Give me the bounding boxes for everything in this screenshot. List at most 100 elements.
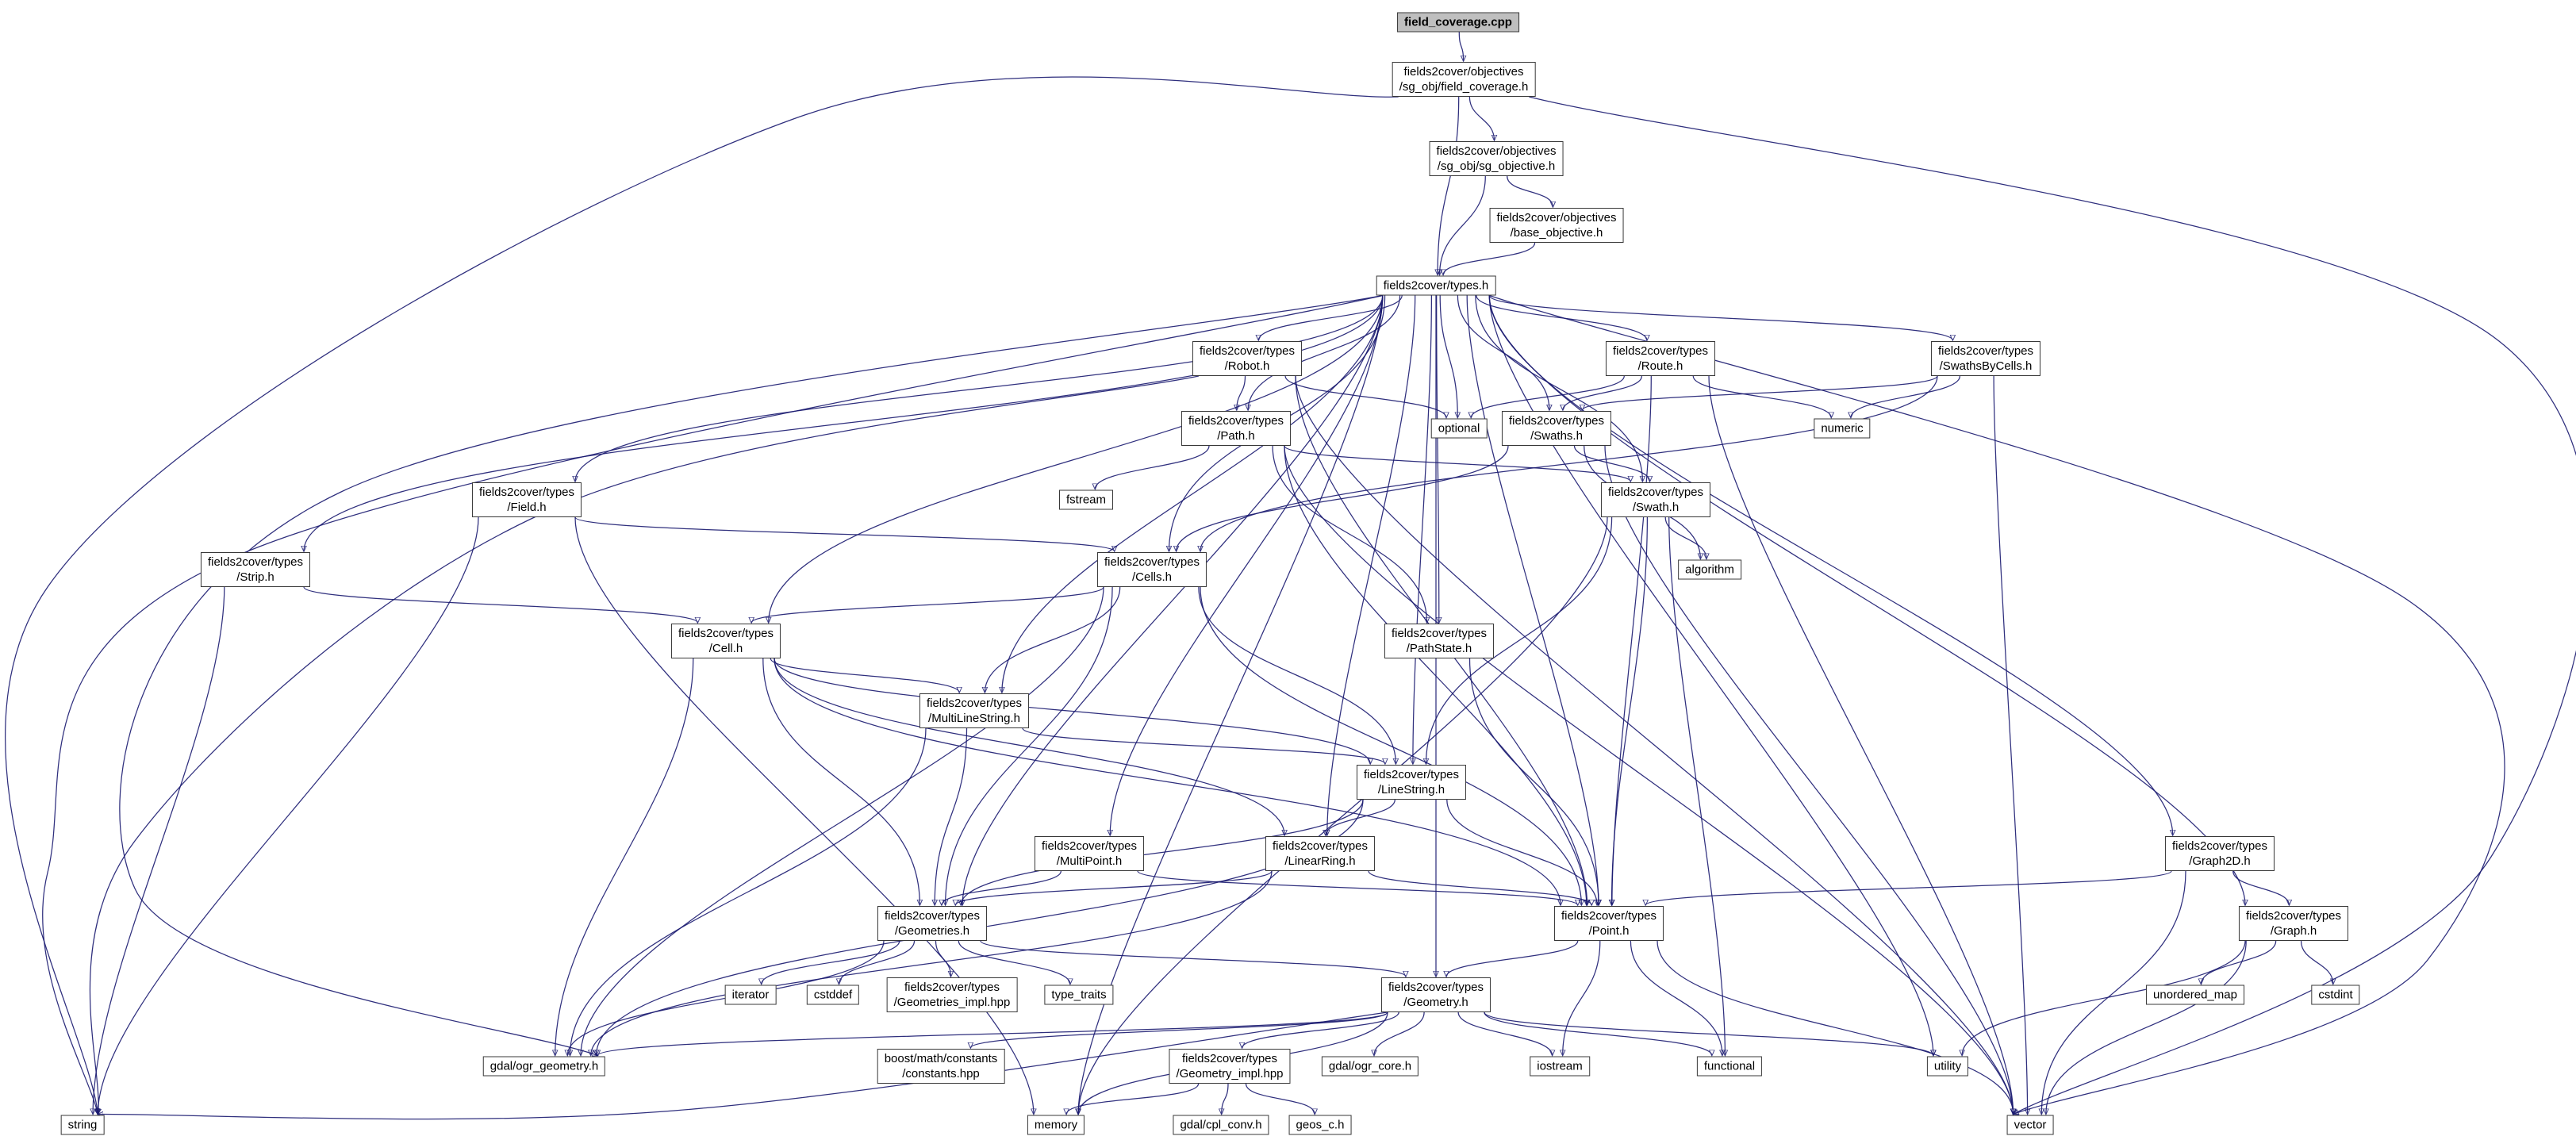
edge-types-swath	[1475, 295, 1642, 482]
node-label: fields2cover/types	[1181, 1052, 1278, 1065]
node-iter[interactable]: iterator	[724, 985, 777, 1005]
node-label: functional	[1703, 1059, 1756, 1073]
edge-fch-types	[1438, 96, 1460, 275]
node-label: /Graph2D.h	[2189, 854, 2251, 868]
node-cstdint[interactable]: cstdint	[2311, 985, 2360, 1005]
node-memory[interactable]: memory	[1027, 1115, 1085, 1135]
node-graph[interactable]: fields2cover/types/Graph.h	[2238, 906, 2349, 941]
node-geoms[interactable]: fields2cover/types/Geometries.h	[877, 906, 988, 941]
node-cell[interactable]: fields2cover/types/Cell.h	[670, 624, 781, 658]
node-tt[interactable]: type_traits	[1044, 985, 1114, 1005]
edge-robot-string	[89, 375, 1200, 1115]
node-label: /Geometries.h	[894, 924, 970, 938]
edge-swaths-swath	[1573, 445, 1650, 482]
node-string[interactable]: string	[60, 1115, 105, 1135]
node-lr[interactable]: fields2cover/types/LinearRing.h	[1265, 836, 1376, 871]
node-mp[interactable]: fields2cover/types/MultiPoint.h	[1034, 836, 1145, 871]
node-swath[interactable]: fields2cover/types/Swath.h	[1600, 482, 1711, 517]
node-g2d[interactable]: fields2cover/types/Graph2D.h	[2164, 836, 2275, 871]
edge-path-point	[1284, 445, 1587, 905]
node-sgo[interactable]: fields2cover/objectives/sg_obj/sg_object…	[1429, 141, 1564, 176]
node-label: fields2cover/types	[1937, 344, 2034, 358]
edge-cell-mls	[770, 658, 959, 693]
node-label: /LinearRing.h	[1284, 854, 1356, 868]
node-mls[interactable]: fields2cover/types/MultiLineString.h	[919, 693, 1030, 728]
edge-cell-geoms	[762, 658, 920, 905]
node-point[interactable]: fields2cover/types/Point.h	[1553, 906, 1664, 941]
node-label: numeric	[1821, 421, 1864, 436]
edge-cells-gdal_geom	[581, 586, 1104, 1056]
node-sbc[interactable]: fields2cover/types/SwathsByCells.h	[1930, 341, 2041, 376]
node-robot[interactable]: fields2cover/types/Robot.h	[1192, 341, 1303, 376]
node-geoms_impl[interactable]: fields2cover/types/Geometries_impl.hpp	[886, 977, 1018, 1012]
node-label: gdal/ogr_core.h	[1328, 1059, 1412, 1073]
node-route[interactable]: fields2cover/types/Route.h	[1605, 341, 1716, 376]
node-label: type_traits	[1051, 988, 1107, 1002]
edge-types-field	[575, 295, 1384, 482]
node-label: /Field.h	[507, 501, 547, 514]
node-label: fields2cover/types	[1391, 627, 1488, 640]
node-boost[interactable]: boost/math/constants/constants.hpp	[877, 1049, 1005, 1084]
node-types[interactable]: fields2cover/types.h	[1376, 275, 1496, 296]
node-ls[interactable]: fields2cover/types/LineString.h	[1356, 765, 1467, 800]
node-opt[interactable]: optional	[1430, 418, 1488, 439]
edge-path-swath	[1284, 445, 1630, 482]
node-umap[interactable]: unordered_map	[2146, 985, 2244, 1005]
node-label: gdal/ogr_geometry.h	[489, 1059, 599, 1073]
edge-types-ls	[1413, 295, 1433, 765]
node-cstddef[interactable]: cstddef	[806, 985, 860, 1005]
node-bo[interactable]: fields2cover/objectives/base_objective.h	[1489, 208, 1624, 243]
node-label: /PathState.h	[1406, 642, 1472, 655]
node-field[interactable]: fields2cover/types/Field.h	[471, 482, 582, 517]
edge-geoms-iter	[762, 940, 900, 985]
edge-cells-mls	[985, 586, 1121, 693]
node-label: cstdint	[2318, 988, 2353, 1002]
node-geom_impl[interactable]: fields2cover/types/Geometry_impl.hpp	[1169, 1049, 1291, 1084]
edge-geoms-tt	[958, 940, 1070, 985]
edge-geom-geom_impl	[1242, 1011, 1399, 1048]
node-label: fields2cover/types	[884, 909, 981, 923]
node-fch[interactable]: fields2cover/objectives/sg_obj/field_cov…	[1392, 62, 1536, 97]
edge-route-vector	[1708, 375, 2014, 1115]
node-cpl[interactable]: gdal/cpl_conv.h	[1173, 1115, 1269, 1135]
node-label: /Swath.h	[1632, 501, 1680, 514]
node-label: fields2cover/types	[1388, 981, 1484, 994]
node-label: /sg_obj/field_coverage.h	[1399, 80, 1529, 94]
edge-cells-cell	[751, 586, 1104, 623]
node-fstream[interactable]: fstream	[1058, 489, 1114, 510]
edge-sbc-cells	[1200, 375, 1938, 551]
node-label: fields2cover/objectives	[1496, 211, 1617, 225]
edge-mls-geoms	[935, 727, 968, 905]
node-geom[interactable]: fields2cover/types/Geometry.h	[1380, 977, 1491, 1012]
node-swaths[interactable]: fields2cover/types/Swaths.h	[1501, 411, 1612, 446]
node-geos[interactable]: geos_c.h	[1288, 1115, 1352, 1135]
edge-strip-cell	[303, 586, 697, 623]
edge-cells-geoms	[946, 586, 1113, 905]
node-cells[interactable]: fields2cover/types/Cells.h	[1096, 552, 1207, 587]
node-iostream[interactable]: iostream	[1530, 1056, 1590, 1077]
node-utility[interactable]: utility	[1926, 1056, 1969, 1077]
edge-geoms-cstddef	[839, 940, 916, 985]
edge-types-strip	[304, 295, 1384, 552]
edge-mls-gdal_geom	[570, 727, 927, 1056]
node-numeric[interactable]: numeric	[1814, 418, 1871, 439]
node-label: /MultiPoint.h	[1056, 854, 1123, 868]
edge-g2d-graph	[2232, 870, 2290, 905]
node-pstate[interactable]: fields2cover/types/PathState.h	[1384, 624, 1495, 658]
node-label: unordered_map	[2153, 988, 2237, 1002]
node-label: /SwathsByCells.h	[1939, 359, 2033, 373]
node-algo[interactable]: algorithm	[1678, 559, 1741, 580]
node-label: /Geometry_impl.hpp	[1176, 1067, 1284, 1081]
node-label: fields2cover/types	[1041, 839, 1138, 853]
node-cpp[interactable]: field_coverage.cpp	[1397, 12, 1519, 33]
node-functional[interactable]: functional	[1696, 1056, 1763, 1077]
edge-cell-point	[774, 658, 1561, 905]
node-ogr_core[interactable]: gdal/ogr_core.h	[1321, 1056, 1419, 1077]
node-path[interactable]: fields2cover/types/Path.h	[1181, 411, 1292, 446]
edge-fch-string	[5, 76, 1399, 1115]
node-label: /Swaths.h	[1530, 429, 1583, 443]
node-vector[interactable]: vector	[2006, 1115, 2054, 1135]
node-strip[interactable]: fields2cover/types/Strip.h	[200, 552, 311, 587]
node-gdal_geom[interactable]: gdal/ogr_geometry.h	[482, 1056, 606, 1077]
edge-mp-point	[1137, 870, 1578, 905]
